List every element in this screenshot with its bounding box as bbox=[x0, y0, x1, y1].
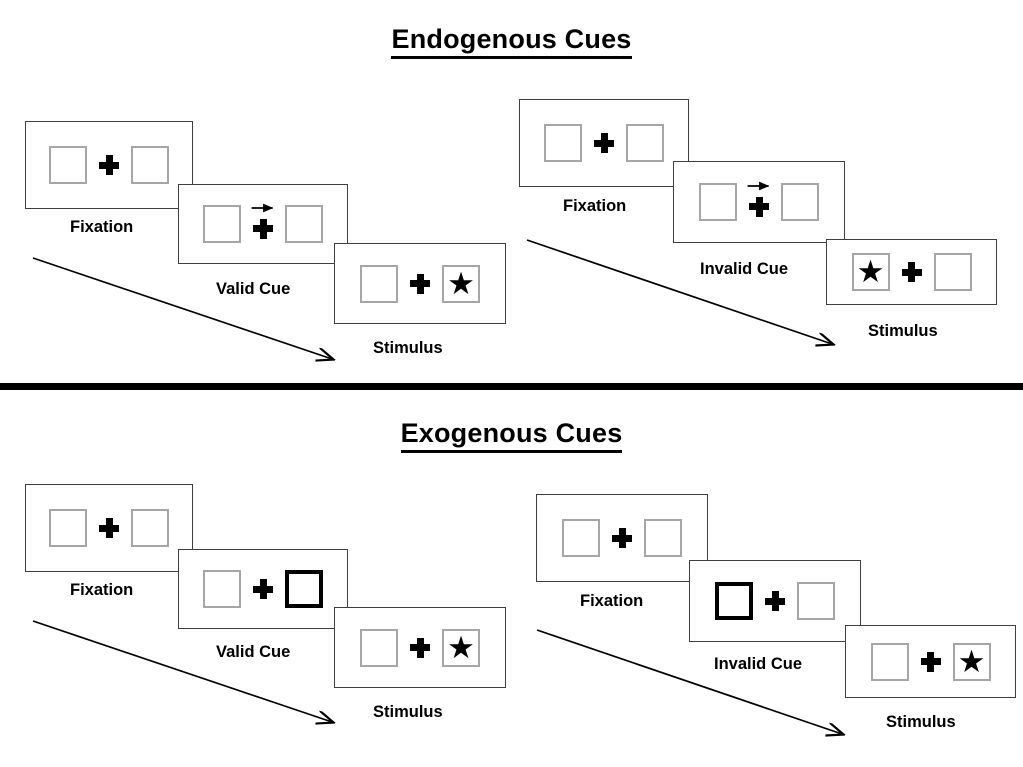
panel-endogenous-invalid-stimulus: ★ bbox=[826, 239, 997, 305]
caption-stimulus: Stimulus bbox=[868, 322, 938, 340]
section-title-exogenous-text: Exogenous Cues bbox=[400, 418, 623, 453]
caption-stimulus: Stimulus bbox=[373, 703, 443, 721]
fixation-cross-wrap bbox=[890, 250, 934, 294]
right-box bbox=[285, 205, 323, 243]
fixation-cross-wrap bbox=[398, 262, 442, 306]
caption-stimulus: Stimulus bbox=[373, 339, 443, 357]
star-icon: ★ bbox=[447, 265, 475, 301]
right-box bbox=[781, 183, 819, 221]
caption-fixation: Fixation bbox=[563, 197, 627, 215]
panel-endogenous-valid-cue bbox=[178, 184, 348, 264]
panel-content: ★ bbox=[335, 608, 505, 687]
panel-content: ★ bbox=[827, 240, 996, 304]
fixation-cross-icon bbox=[253, 218, 273, 239]
fixation-cross-icon bbox=[410, 637, 430, 658]
fixation-cross-wrap bbox=[87, 506, 131, 550]
fixation-cross-icon bbox=[901, 262, 922, 282]
panel-content bbox=[674, 162, 844, 242]
panel-content: ★ bbox=[335, 244, 505, 323]
star-icon: ★ bbox=[856, 253, 885, 289]
right-arrow-icon bbox=[251, 203, 274, 213]
panel-content bbox=[179, 550, 347, 628]
left-box bbox=[203, 570, 241, 608]
right-arrow-icon bbox=[747, 181, 770, 191]
panel-exogenous-valid-stimulus: ★ bbox=[334, 607, 506, 688]
panel-exogenous-invalid-stimulus: ★ bbox=[845, 625, 1016, 698]
fixation-cross-wrap bbox=[87, 143, 131, 187]
right-box bbox=[131, 509, 169, 547]
left-box bbox=[49, 146, 87, 184]
fixation-cross-wrap bbox=[753, 579, 797, 623]
panel-endogenous-invalid-cue bbox=[673, 161, 845, 243]
star-icon: ★ bbox=[957, 643, 986, 679]
left-box bbox=[203, 205, 241, 243]
left-box: ★ bbox=[851, 253, 890, 291]
left-box bbox=[360, 628, 398, 667]
section-divider bbox=[0, 383, 1023, 390]
left-box bbox=[699, 183, 737, 221]
panel-exogenous-valid-fixation bbox=[25, 484, 193, 572]
right-box: ★ bbox=[442, 628, 480, 667]
caption-invalid-cue: Invalid Cue bbox=[700, 260, 789, 278]
left-box bbox=[360, 264, 398, 303]
fixation-cross-wrap bbox=[582, 121, 626, 165]
panel-exogenous-valid-cue bbox=[178, 549, 348, 629]
right-box: ★ bbox=[442, 264, 480, 303]
caption-invalid-cue: Invalid Cue bbox=[714, 655, 803, 673]
panel-content: ★ bbox=[846, 626, 1015, 697]
fixation-cross-wrap bbox=[737, 180, 781, 224]
fixation-cross-icon bbox=[253, 579, 273, 599]
panel-content bbox=[26, 485, 192, 571]
panel-endogenous-invalid-fixation bbox=[519, 99, 689, 187]
fixation-cross-icon bbox=[612, 528, 632, 548]
fixation-cross-icon bbox=[920, 651, 941, 672]
fixation-cross-wrap bbox=[398, 626, 442, 670]
fixation-cross-icon bbox=[749, 196, 769, 217]
panel-endogenous-valid-fixation bbox=[25, 121, 193, 209]
section-title-endogenous-text: Endogenous Cues bbox=[391, 24, 632, 59]
panel-content bbox=[179, 185, 347, 263]
fixation-cross-wrap bbox=[241, 567, 285, 611]
left-box-cued bbox=[715, 582, 753, 620]
right-box-cued bbox=[285, 570, 323, 608]
fixation-cross-icon bbox=[99, 518, 119, 538]
fixation-cross-wrap bbox=[909, 640, 953, 684]
panel-endogenous-valid-stimulus: ★ bbox=[334, 243, 506, 324]
section-title-endogenous: Endogenous Cues bbox=[0, 24, 1023, 59]
right-box bbox=[644, 519, 682, 557]
left-box bbox=[49, 509, 87, 547]
fixation-cross-icon bbox=[594, 133, 614, 153]
left-box bbox=[562, 519, 600, 557]
fixation-cross-icon bbox=[99, 155, 119, 175]
right-box: ★ bbox=[952, 642, 991, 681]
caption-fixation: Fixation bbox=[70, 218, 134, 236]
panel-exogenous-invalid-fixation bbox=[536, 494, 708, 582]
right-box bbox=[933, 253, 972, 291]
panel-exogenous-invalid-cue bbox=[689, 560, 861, 642]
left-box bbox=[544, 124, 582, 162]
caption-stimulus: Stimulus bbox=[886, 713, 956, 731]
panel-content bbox=[26, 122, 192, 208]
fixation-cross-icon bbox=[410, 273, 430, 294]
caption-valid-cue: Valid Cue bbox=[216, 643, 291, 661]
panel-content bbox=[690, 561, 860, 641]
panel-content bbox=[537, 495, 707, 581]
right-box bbox=[797, 582, 835, 620]
panel-content bbox=[520, 100, 688, 186]
right-box bbox=[626, 124, 664, 162]
star-icon: ★ bbox=[447, 629, 475, 665]
caption-valid-cue: Valid Cue bbox=[216, 280, 291, 298]
section-title-exogenous: Exogenous Cues bbox=[0, 418, 1023, 453]
right-box bbox=[131, 146, 169, 184]
fixation-cross-wrap bbox=[600, 516, 644, 560]
left-box bbox=[870, 642, 909, 681]
flow-arrow-endogenous-invalid bbox=[526, 239, 860, 358]
fixation-cross-icon bbox=[765, 591, 785, 611]
fixation-cross-wrap bbox=[241, 202, 285, 246]
caption-fixation: Fixation bbox=[580, 592, 644, 610]
caption-fixation: Fixation bbox=[70, 581, 134, 599]
